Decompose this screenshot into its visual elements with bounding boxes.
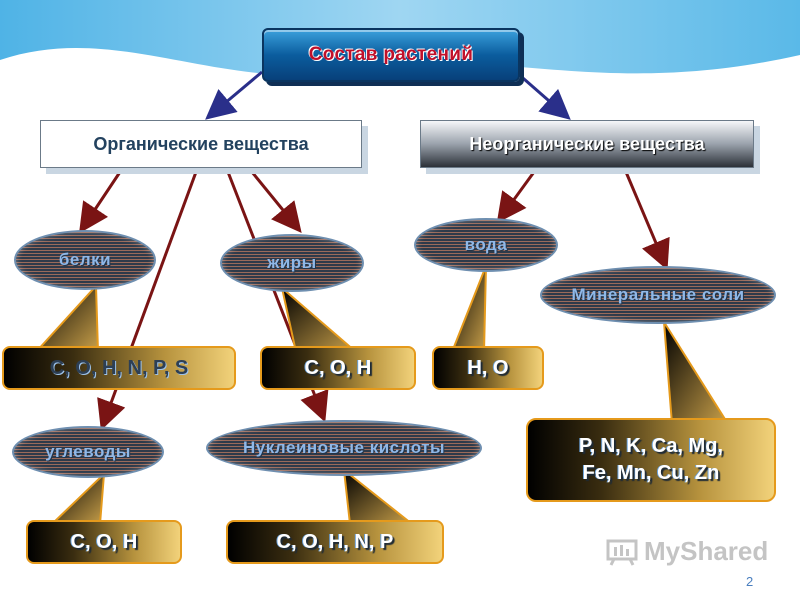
arrow-organic-fats — [250, 171, 302, 233]
arrow-title-inorganic — [515, 70, 571, 120]
arrow-title-organic — [205, 70, 263, 120]
water-label: вода — [464, 235, 508, 254]
watermark-text: MyShared — [644, 536, 769, 566]
nucleic-label: Нуклеиновые кислоты — [242, 438, 446, 457]
node-nucleic-acids: Нуклеиновые кислоты — [206, 420, 482, 476]
node-carbs: углеводы — [12, 426, 164, 478]
formula-nucleic-text: C, O, H, N, P — [276, 530, 394, 553]
node-proteins: белки — [14, 230, 156, 290]
node-minerals: Минеральные соли — [540, 266, 776, 324]
fats-label: жиры — [267, 253, 317, 272]
formula-minerals: P, N, K, Ca, Mg, Fe, Mn, Cu, Zn — [526, 418, 776, 502]
callout-carbs — [49, 471, 106, 525]
formula-proteins: C, O, H, N, P, S — [2, 346, 236, 390]
title-box: Состав растений — [262, 28, 520, 82]
proteins-label: белки — [58, 250, 112, 269]
page-number: 2 — [746, 574, 754, 589]
organic-category: Органические вещества — [40, 120, 362, 168]
formula-carbs-text: C, O, H — [70, 530, 138, 553]
formula-fats-text: C, O, H — [304, 356, 372, 379]
formula-nucleic: C, O, H, N, P — [226, 520, 444, 564]
callout-fats — [280, 285, 359, 353]
formula-minerals-line2: Fe, Mn, Cu, Zn — [582, 462, 720, 484]
organic-label: Органические вещества — [93, 133, 309, 154]
node-water: вода — [414, 218, 558, 272]
formula-proteins-text: C, O, H, N, P, S — [49, 356, 189, 379]
minerals-label: Минеральные соли — [571, 285, 745, 304]
diagram-title: Состав растений — [308, 44, 474, 65]
inorganic-label: Неорганические вещества — [469, 133, 705, 154]
arrow-inorganic-minerals — [624, 171, 670, 271]
arrow-organic-proteins — [79, 171, 122, 234]
formula-minerals-line1: P, N, K, Ca, Mg, — [578, 435, 724, 457]
arrow-inorganic-water — [496, 171, 536, 224]
node-fats: жиры — [220, 234, 364, 292]
formula-water: H, O — [432, 346, 544, 390]
carbs-label: углеводы — [45, 442, 131, 461]
inorganic-category: Неорганические вещества — [420, 120, 754, 168]
formula-fats: C, O, H — [260, 346, 416, 390]
formula-carbs: C, O, H — [26, 520, 182, 564]
presentation-board-icon — [606, 539, 638, 566]
callout-proteins — [33, 283, 100, 353]
watermark: MyShared — [606, 536, 768, 567]
formula-water-text: H, O — [467, 356, 509, 379]
callout-minerals — [663, 321, 730, 425]
callout-water — [450, 265, 487, 353]
callout-nucleic — [342, 467, 415, 525]
